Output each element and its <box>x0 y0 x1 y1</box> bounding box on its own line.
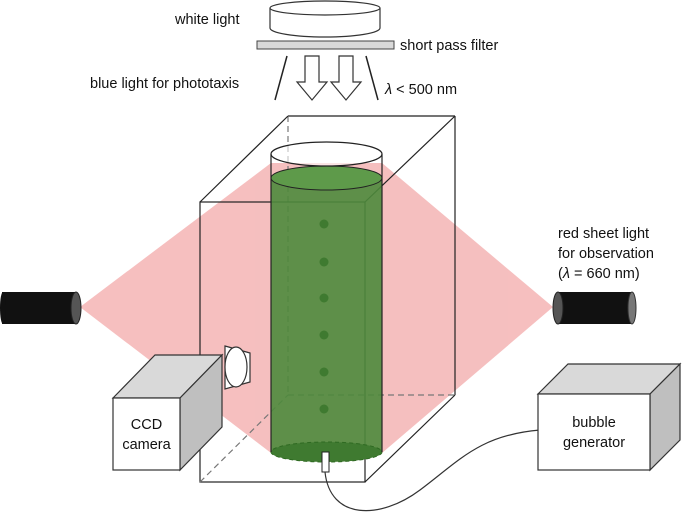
bubble <box>319 219 329 229</box>
red-sheet-left <box>80 163 271 453</box>
cutoff-value: < 500 nm <box>392 82 457 98</box>
label-white-light: white light <box>174 12 239 28</box>
bubble <box>319 330 329 340</box>
label-red-sheet-line1: red sheet light <box>558 226 649 242</box>
bubble <box>319 257 329 267</box>
suspension-surface <box>270 165 383 191</box>
short-pass-filter <box>256 40 395 50</box>
label-bubble-line2: generator <box>563 435 625 451</box>
cylinder-rim <box>270 141 383 167</box>
white-light-source <box>269 0 381 38</box>
label-bubble-line1: bubble <box>572 415 616 431</box>
label-red-sheet-line2: for observation <box>558 246 654 262</box>
ccd-camera <box>111 345 251 472</box>
left-light-source <box>0 291 82 325</box>
bubble-nozzle <box>321 451 330 473</box>
bubble <box>319 293 329 303</box>
blue-light-edge-left <box>274 55 288 101</box>
label-short-pass-filter: short pass filter <box>400 38 498 54</box>
paren-open: ( <box>558 266 563 282</box>
down-arrow <box>295 55 329 101</box>
down-arrow <box>329 55 363 101</box>
lambda-symbol: λ <box>562 266 570 282</box>
label-ccd-line2: camera <box>122 437 171 453</box>
culture-cylinder <box>270 141 383 473</box>
red-wavelength-value: = 660 nm) <box>570 266 640 282</box>
label-red-sheet-line3: (λ = 660 nm) <box>558 266 640 282</box>
label-ccd-line1: CCD <box>131 417 162 433</box>
label-cutoff-wavelength: λ < 500 nm <box>384 82 457 98</box>
lambda-symbol: λ <box>384 82 392 98</box>
air-tube <box>324 429 541 512</box>
right-light-source <box>552 291 637 325</box>
blue-light-edge-right <box>365 55 379 101</box>
bubble <box>319 404 329 414</box>
bubble-generator <box>536 362 682 472</box>
red-sheet-right <box>382 163 553 453</box>
bubble <box>319 367 329 377</box>
label-blue-light: blue light for phototaxis <box>90 76 239 92</box>
